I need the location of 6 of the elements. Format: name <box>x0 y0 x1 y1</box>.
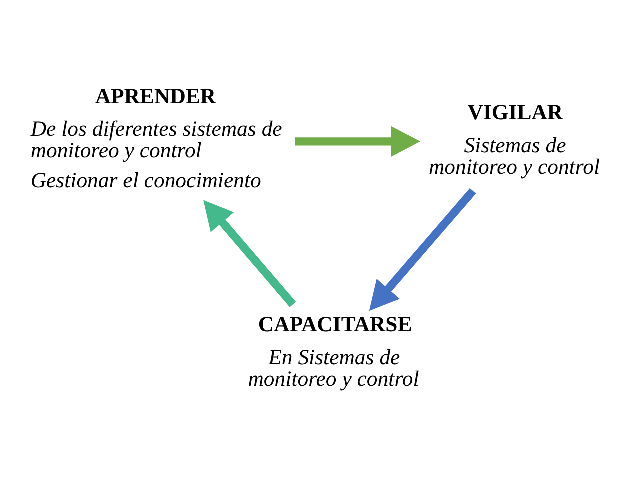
node-text: VIGILAR Sistemas de monitoreo y control <box>428 100 600 179</box>
node-text: CAPACITARSE En Sistemas de monitoreo y control <box>248 312 420 391</box>
arrow <box>295 126 420 157</box>
arrow <box>369 188 476 312</box>
arrow <box>204 200 296 308</box>
node-text: APRENDER De los diferentes sistemas de monitoreo y control Gestionar el conocimiento <box>30 84 282 193</box>
